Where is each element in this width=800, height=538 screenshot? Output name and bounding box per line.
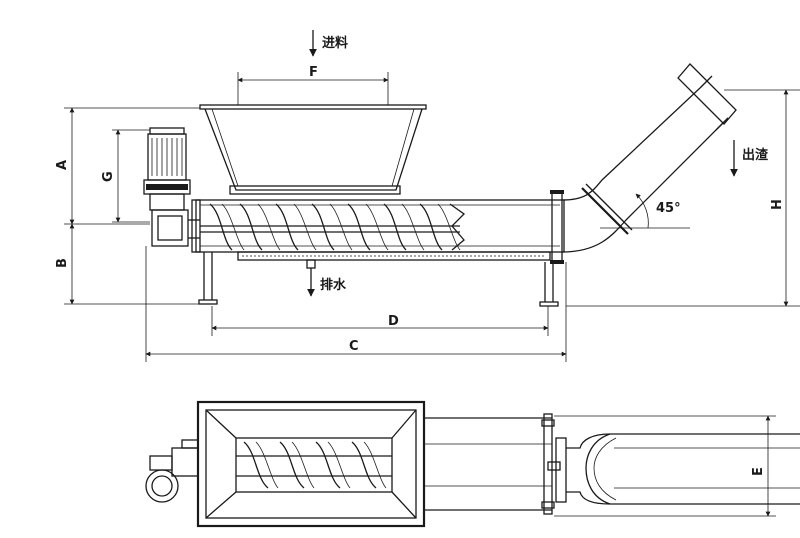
plan-screw [236, 441, 392, 489]
drain-label: 排水 [320, 277, 347, 293]
trough [191, 190, 565, 269]
discharge-label: 出渣 [742, 147, 769, 163]
angle-label: 45° [656, 201, 681, 216]
plan-hopper-outer [196, 400, 426, 528]
dim-b-label: B [55, 258, 70, 268]
screw-flights [200, 203, 466, 251]
motor [143, 127, 200, 247]
dim-h-label: H [770, 199, 785, 210]
plan-motor [145, 439, 199, 503]
front-view: 进料 F [55, 30, 800, 362]
feed-label: 进料 [322, 35, 348, 51]
dim-a-label: A [55, 160, 70, 170]
hopper [199, 104, 427, 195]
discharge-pipe: 45° [561, 63, 737, 253]
plan-view: E [145, 400, 800, 528]
dim-f-label: F [309, 65, 318, 80]
dim-c-label: C [349, 339, 359, 354]
support-legs [198, 252, 559, 307]
dim-g-label: G [101, 171, 116, 182]
dim-d-label: D [388, 314, 399, 329]
dim-e-label: E [751, 467, 766, 476]
